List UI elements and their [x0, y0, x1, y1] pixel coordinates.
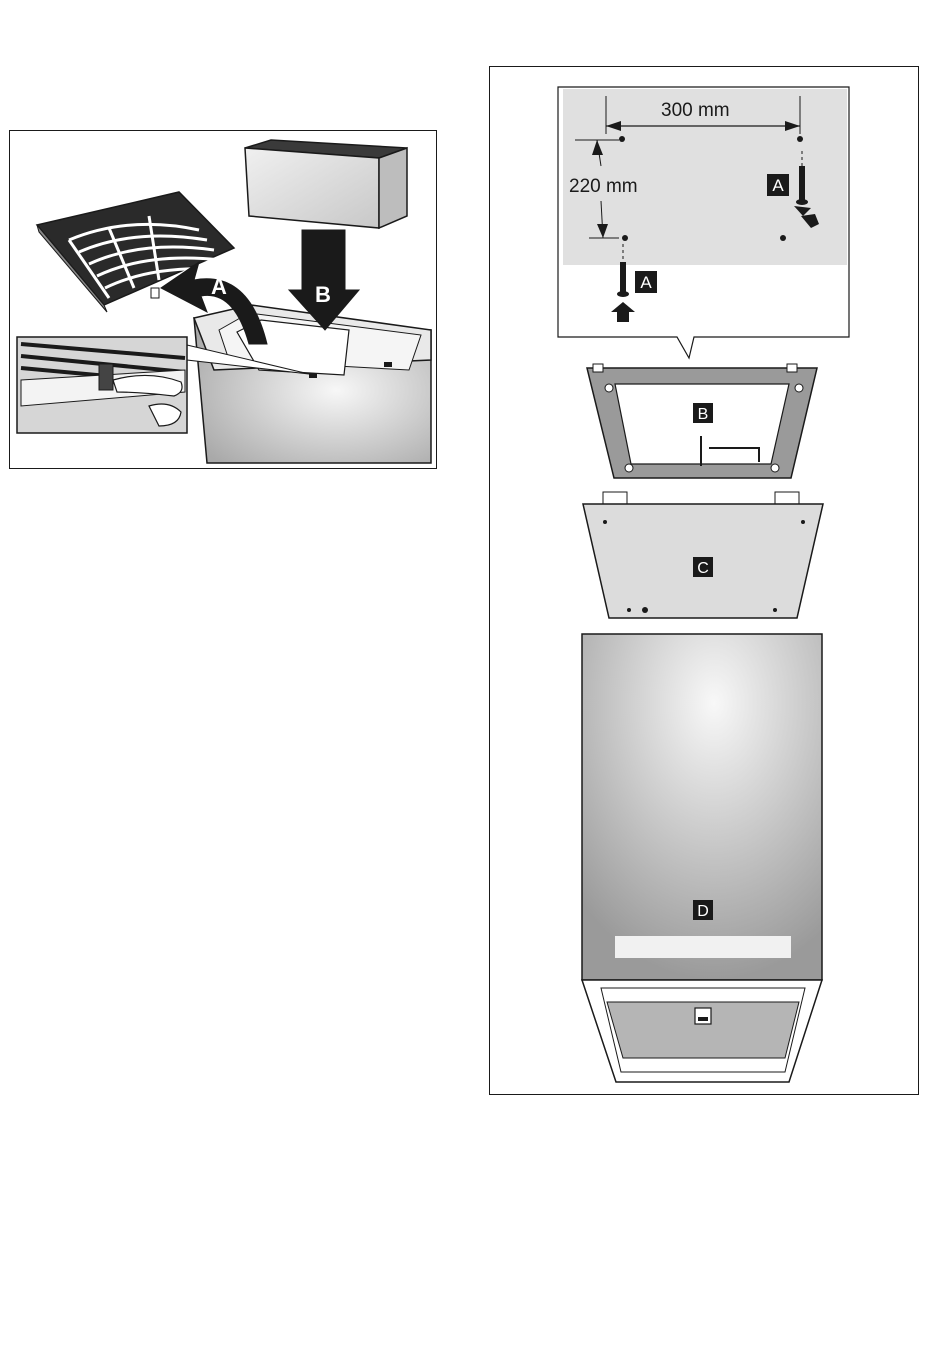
arrow-a-label: A: [211, 274, 227, 299]
filter-install-figure: A B: [9, 130, 437, 469]
arrow-b-label: B: [315, 282, 331, 307]
part-d-label: D: [697, 903, 709, 920]
dimension-300-label: 300 mm: [661, 100, 730, 121]
filter-install-drawing: A B: [9, 130, 437, 469]
part-b-label: B: [698, 406, 709, 423]
screw-label-bottom: A: [640, 273, 652, 292]
hole-top-left: [619, 136, 625, 142]
hood-body: [194, 305, 431, 463]
hole-top-right: [797, 136, 803, 142]
chimney-hood-d: D: [582, 634, 822, 1082]
mounting-bracket-b: B: [587, 364, 817, 478]
mounting-drawing: 300 mm 220 mm: [489, 66, 919, 1095]
hole-bottom-left: [622, 235, 628, 241]
hole-bottom-right: [780, 235, 786, 241]
cover-plate-c: C: [583, 492, 823, 618]
charcoal-filter-box: [245, 140, 407, 228]
ceiling-template-callout: 300 mm 220 mm: [558, 87, 849, 358]
mounting-figure: 300 mm 220 mm: [489, 66, 919, 1095]
screw-label-top: A: [772, 176, 784, 195]
dimension-220-label: 220 mm: [569, 176, 638, 197]
part-c-label: C: [697, 560, 709, 577]
